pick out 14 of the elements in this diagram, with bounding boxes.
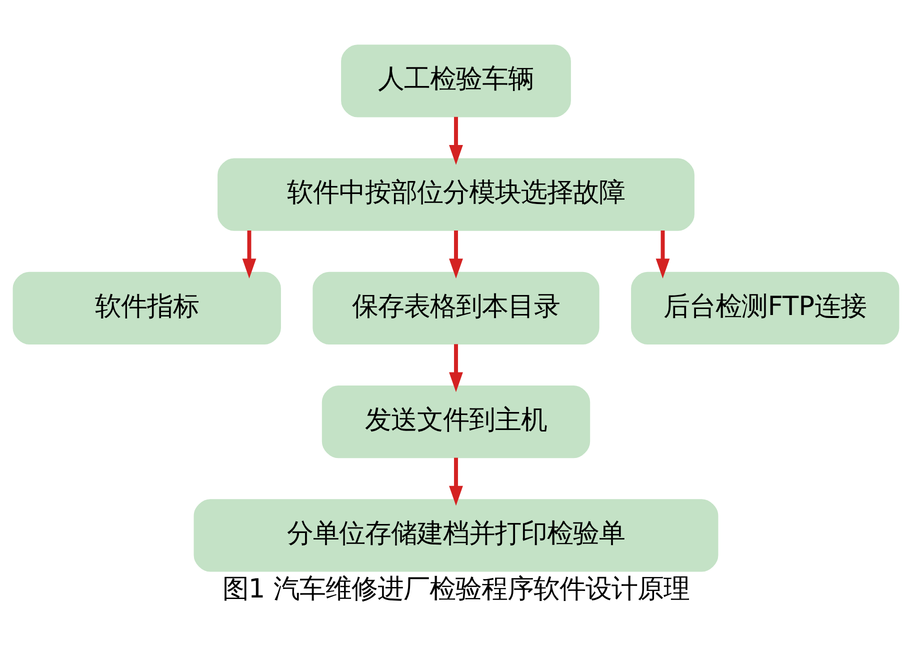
- node-box: 软件指标: [12, 271, 281, 344]
- caption: 图1 汽车维修进厂检验程序软件设计原理: [222, 573, 690, 604]
- node-box: 发送文件到主机: [322, 384, 590, 458]
- node-box: 分单位存储建档并打印检验单: [194, 498, 718, 572]
- arrow: [449, 230, 463, 278]
- node-box: 后台检测FTP连接: [631, 271, 900, 344]
- arrow: [656, 230, 670, 278]
- arrow: [242, 230, 256, 278]
- node-box: 软件中按部位分模块选择故障: [218, 158, 694, 230]
- arrow: [449, 457, 463, 506]
- arrow: [449, 116, 463, 164]
- node-box: 人工检验车辆: [341, 44, 571, 117]
- node-box: 保存表格到本目录: [312, 271, 600, 344]
- arrow: [449, 344, 463, 392]
